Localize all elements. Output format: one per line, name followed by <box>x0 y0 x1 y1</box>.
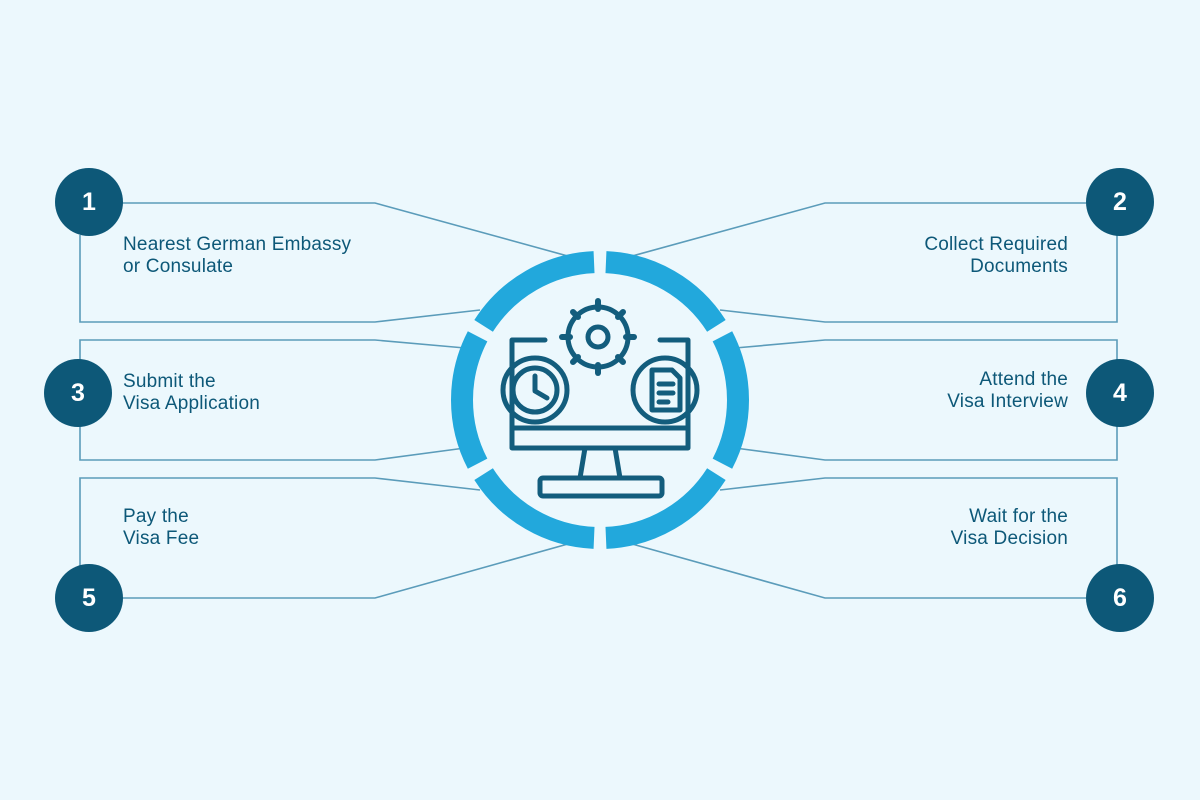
step-6-label-line-2: Visa Decision <box>950 528 1068 549</box>
step-4-label-line-2: Visa Interview <box>947 391 1068 412</box>
step-1-label-line-2: or Consulate <box>123 256 234 277</box>
step-1-connector-bottom <box>79 235 481 323</box>
step-5-connector-top <box>79 477 481 566</box>
step-4-label: Attend the Visa Interview <box>947 369 1068 413</box>
step-3-label-line-2: Visa Application <box>123 393 260 414</box>
step-3-label: Submit the Visa Application <box>123 371 260 415</box>
step-2-connector-bottom <box>719 235 1118 323</box>
step-4-label-line-1: Attend the <box>979 369 1068 390</box>
segmented-ring <box>451 251 749 549</box>
step-6-connector-top <box>719 477 1118 566</box>
step-6-label-line-1: Wait for the <box>969 506 1068 527</box>
step-5-connector-bottom <box>122 541 576 599</box>
step-3-connector-top <box>79 339 466 360</box>
step-3-connector-bottom <box>79 425 466 461</box>
step-1-label-line-1: Nearest German Embassy <box>123 234 352 255</box>
step-1-connector-top <box>118 202 576 259</box>
step-2-label: Collect Required Documents <box>924 234 1068 278</box>
step-4-number-badge: 4 <box>1086 359 1154 427</box>
step-3-number-badge: 3 <box>44 359 112 427</box>
step-2-label-line-2: Documents <box>970 256 1068 277</box>
step-5-number-badge: 5 <box>55 564 123 632</box>
step-6-number-badge: 6 <box>1086 564 1154 632</box>
step-4-connector-top <box>734 339 1118 360</box>
step-2-connector-top <box>624 202 1086 259</box>
step-2-number-badge: 2 <box>1086 168 1154 236</box>
step-1-label: Nearest German Embassy or Consulate <box>123 234 351 278</box>
step-5-label: Pay the Visa Fee <box>123 506 199 550</box>
step-1-number-badge: 1 <box>55 168 123 236</box>
step-5-label-line-2: Visa Fee <box>123 528 200 549</box>
step-4-connector-bottom <box>734 425 1118 461</box>
computer-with-gear-clock-document-icon <box>500 298 700 499</box>
step-3-label-line-1: Submit the <box>123 371 216 392</box>
step-5-label-line-1: Pay the <box>123 506 189 527</box>
step-6-connector-bottom <box>624 541 1086 599</box>
step-2-label-line-1: Collect Required <box>924 234 1068 255</box>
step-6-label: Wait for the Visa Decision <box>951 506 1068 550</box>
